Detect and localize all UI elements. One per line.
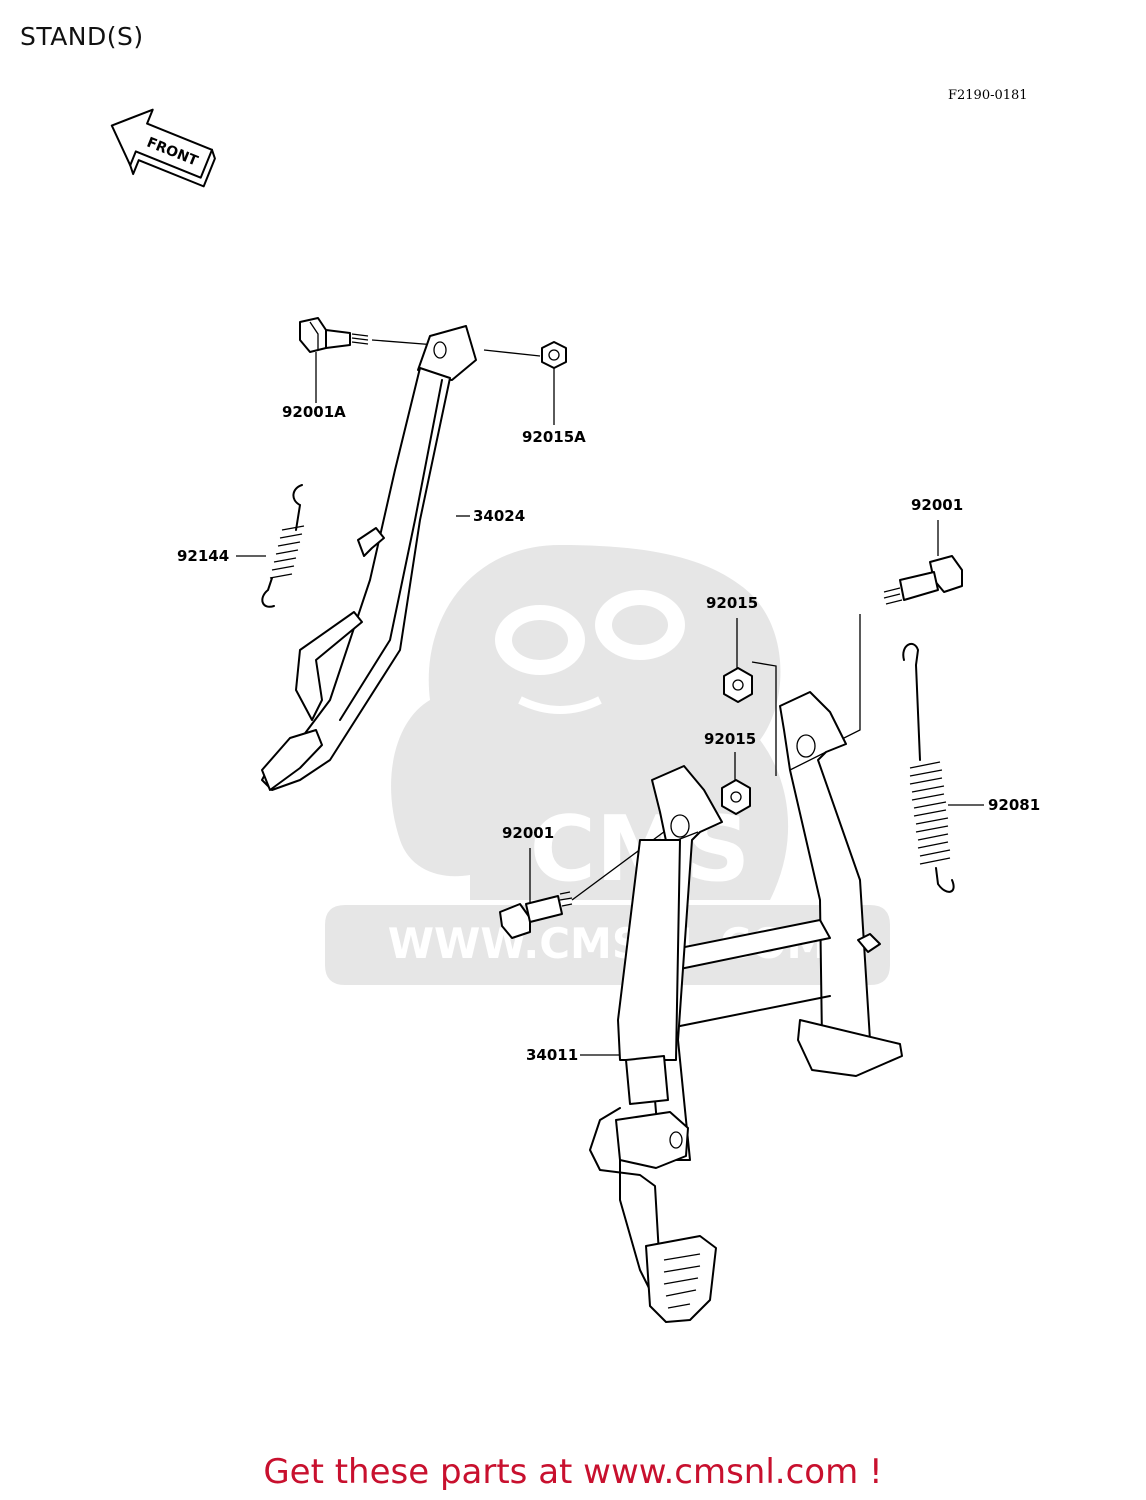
- label-92144[interactable]: 92144: [177, 547, 230, 565]
- label-92015-lower[interactable]: 92015: [704, 730, 757, 748]
- center-stand-34011: [499, 520, 984, 1323]
- label-92001A[interactable]: 92001A: [282, 403, 346, 421]
- bolt-92001A: [299, 317, 437, 403]
- bolt-92001-left: [499, 819, 681, 939]
- side-stand-34024: [236, 317, 567, 791]
- page-title: STAND(S): [20, 22, 144, 51]
- bolt-92001-right: [839, 520, 963, 741]
- label-92001-right[interactable]: 92001: [911, 496, 964, 514]
- label-92081[interactable]: 92081: [988, 796, 1041, 814]
- nut-92015A: [483, 341, 567, 425]
- nut-92015-upper: [723, 618, 777, 776]
- nut-92015-lower: [721, 752, 751, 815]
- spring-92144: [236, 484, 305, 608]
- spring-92081: [902, 642, 984, 893]
- label-34011[interactable]: 34011: [526, 1046, 579, 1064]
- figure-code: F2190-0181: [948, 88, 1028, 103]
- label-34024[interactable]: 34024: [473, 507, 526, 525]
- footer-cta-link[interactable]: Get these parts at www.cmsnl.com !: [263, 1452, 883, 1492]
- label-92015A[interactable]: 92015A: [522, 428, 586, 446]
- label-92015-upper[interactable]: 92015: [706, 594, 759, 612]
- front-direction-arrow: FRONT: [110, 108, 216, 188]
- label-92001-left[interactable]: 92001: [502, 824, 555, 842]
